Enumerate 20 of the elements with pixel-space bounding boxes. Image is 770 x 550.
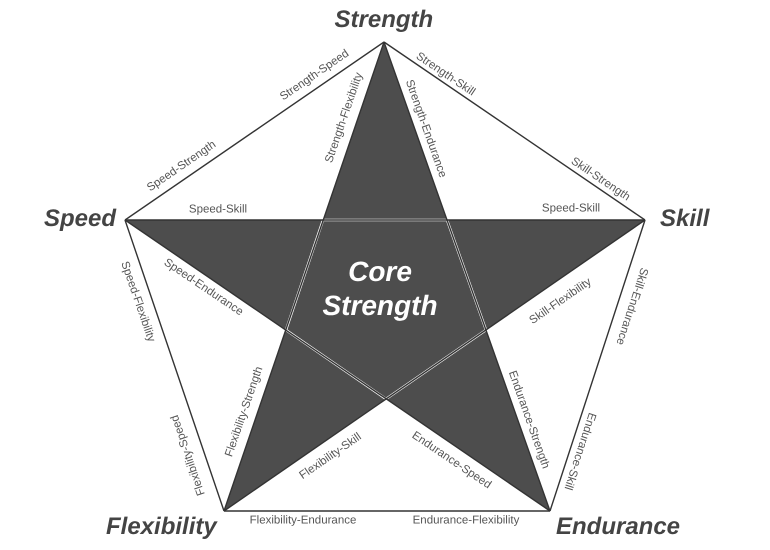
connector-line [223, 42, 385, 512]
connector-line [124, 219, 550, 512]
connector-line [124, 220, 225, 512]
vertex-label: Endurance [556, 515, 680, 539]
line-label: Endurance-Flexibility [412, 515, 520, 527]
connector-line [224, 510, 550, 512]
vertex-label: Skill [660, 207, 710, 231]
vertex-label: Speed [44, 207, 116, 231]
connector-line [224, 219, 646, 512]
connector-line [124, 41, 384, 221]
line-label: Speed-Skill [542, 203, 600, 215]
connector-line [384, 41, 646, 221]
connector-line [549, 220, 646, 512]
vertex-label: Flexibility [106, 515, 217, 539]
center-label: Core Strength [305, 255, 455, 322]
line-label: Flexibility-Endurance [250, 515, 356, 527]
connector-line [383, 42, 551, 512]
line-label: Speed-Skill [188, 204, 248, 216]
connector-line [125, 219, 645, 221]
vertex-label: Strength [334, 8, 434, 32]
